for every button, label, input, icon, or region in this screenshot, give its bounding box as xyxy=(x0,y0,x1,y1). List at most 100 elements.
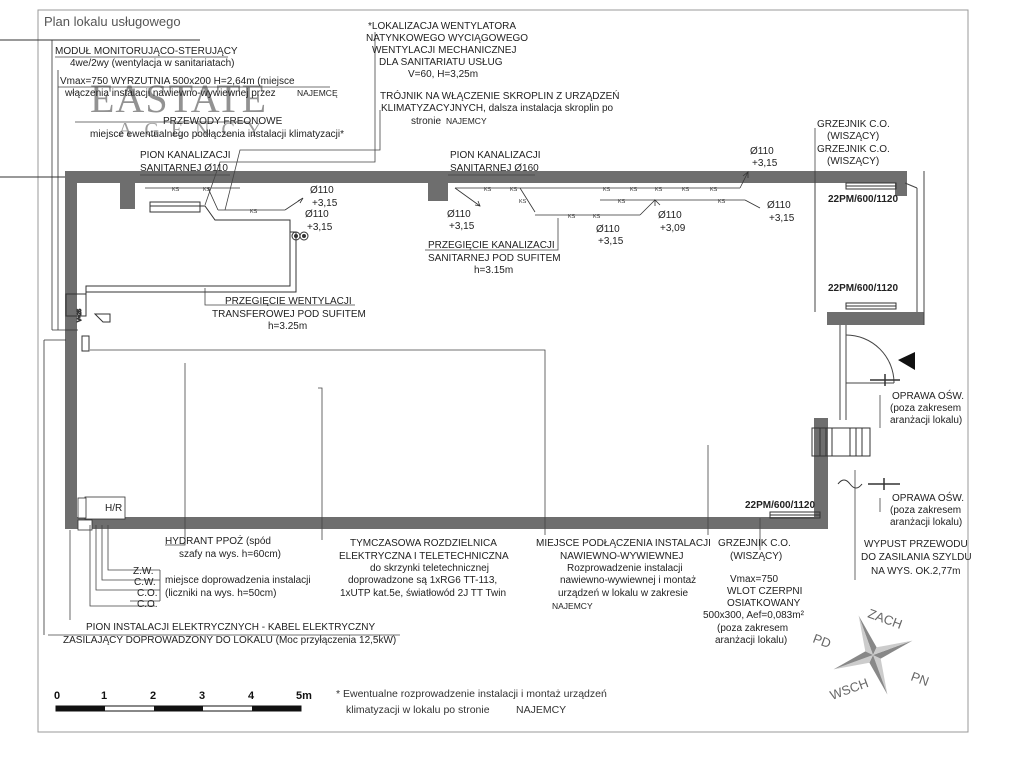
svg-text:AGENCY: AGENCY xyxy=(118,119,273,141)
svg-text:NAWIEWNO-WYWIEWNEJ: NAWIEWNO-WYWIEWNEJ xyxy=(560,551,684,562)
svg-text:Vmax=750 WYRZUTNIA 500x200 H=2: Vmax=750 WYRZUTNIA 500x200 H=2,64m (miej… xyxy=(60,76,295,87)
drawing-frame xyxy=(37,9,969,733)
svg-text:C.O.: C.O. xyxy=(137,599,158,610)
svg-text:aranżacji lokalu): aranżacji lokalu) xyxy=(890,517,962,528)
svg-text:22PM/600/1120: 22PM/600/1120 xyxy=(745,500,815,511)
compass-north: ZACH xyxy=(866,606,904,632)
svg-text:3: 3 xyxy=(199,690,205,702)
svg-text:KS: KS xyxy=(484,187,492,193)
svg-text:ELEKTRYCZNA I TELETECHNICZNA: ELEKTRYCZNA I TELETECHNICZNA xyxy=(339,551,509,562)
svg-text:NAJEMCY: NAJEMCY xyxy=(446,116,487,126)
ventilation-unit xyxy=(811,427,871,457)
svg-text:TYMCZASOWA ROZDZIELNICA: TYMCZASOWA ROZDZIELNICA xyxy=(350,538,497,549)
svg-text:KS: KS xyxy=(510,187,518,193)
radiator-3 xyxy=(769,511,821,519)
svg-text:KS: KS xyxy=(718,199,726,205)
compass-east: PN xyxy=(909,669,931,689)
ventilation-duct xyxy=(85,201,309,300)
svg-text:WENTYLACJI MECHANICZNEJ: WENTYLACJI MECHANICZNEJ xyxy=(372,45,516,56)
svg-text:Ø110: Ø110 xyxy=(305,209,329,220)
svg-text:h=3.15m: h=3.15m xyxy=(474,265,513,276)
svg-text:Ø110: Ø110 xyxy=(310,185,334,196)
sewer-lines xyxy=(145,171,761,216)
entrance-door xyxy=(839,325,895,420)
svg-text:MODUŁ MONITORUJĄCO-STERUJĄCY: MODUŁ MONITORUJĄCO-STERUJĄCY xyxy=(55,46,238,57)
svg-text:KS: KS xyxy=(618,199,626,205)
svg-text:* Ewentualne rozprowadzenie i: * Ewentualne rozprowadzenie instalacji i… xyxy=(336,688,607,700)
compass-south: WSCH xyxy=(828,675,870,703)
radiator-1 xyxy=(845,182,897,190)
scale-bar: 0 1 2 3 4 5m xyxy=(54,690,312,712)
lamp-fixture-2 xyxy=(868,478,900,490)
radiator-2 xyxy=(845,302,897,310)
watermark-logo: EASTATE AGENCY xyxy=(90,76,273,141)
svg-text:PION KANALIZACJI: PION KANALIZACJI xyxy=(140,150,231,161)
fan-rate: V=25 xyxy=(77,309,83,322)
svg-text:KS: KS xyxy=(172,187,180,193)
svg-text:GRZEJNIK C.O.: GRZEJNIK C.O. xyxy=(817,144,890,155)
lamp-fixture-1 xyxy=(870,374,900,386)
svg-text:(poza zakresem: (poza zakresem xyxy=(890,505,961,516)
svg-text:NATYNKOWEGO WYCIĄGOWEGO: NATYNKOWEGO WYCIĄGOWEGO xyxy=(366,33,528,44)
svg-text:KS: KS xyxy=(203,187,211,193)
svg-text:1xUTP kat.5e, światłowód 2J TT: 1xUTP kat.5e, światłowód 2J TT Twin xyxy=(340,588,506,599)
svg-text:HYDRANT PPOŻ (spód: HYDRANT PPOŻ (spód xyxy=(165,534,271,547)
sign-cable-outlet-icon xyxy=(837,479,863,489)
svg-text:KS: KS xyxy=(593,214,601,220)
svg-text:V=60, H=3,25m: V=60, H=3,25m xyxy=(408,69,478,80)
svg-text:Ø110: Ø110 xyxy=(750,146,774,157)
svg-text:KS: KS xyxy=(655,187,663,193)
svg-text:DO ZASILANIA SZYLDU: DO ZASILANIA SZYLDU xyxy=(861,552,972,563)
svg-text:(WISZĄCY): (WISZĄCY) xyxy=(827,131,879,142)
svg-text:miejsce doprowadzenia instalac: miejsce doprowadzenia instalacji xyxy=(165,575,311,586)
leader-lines xyxy=(48,32,881,636)
svg-text:4: 4 xyxy=(248,690,255,702)
svg-text:OPRAWA OŚW.: OPRAWA OŚW. xyxy=(892,491,964,504)
svg-text:MIEJSCE PODŁĄCZENIA INSTALACJI: MIEJSCE PODŁĄCZENIA INSTALACJI xyxy=(536,538,711,549)
plan-title: Plan lokalu usługowego xyxy=(44,14,181,29)
svg-text:stronie: stronie xyxy=(411,116,441,127)
svg-text:DLA SANITARIATU USŁUG: DLA SANITARIATU USŁUG xyxy=(379,57,503,68)
svg-text:Ø110: Ø110 xyxy=(447,209,471,220)
svg-text:C.W.: C.W. xyxy=(134,577,156,588)
svg-text:KLIMATYZACYJNYCH, dalsza insta: KLIMATYZACYJNYCH, dalsza instalacja skro… xyxy=(381,103,614,114)
compass-west: PD xyxy=(811,631,833,651)
svg-text:0: 0 xyxy=(54,690,60,702)
svg-text:PRZEGIĘCIE WENTYLACJI: PRZEGIĘCIE WENTYLACJI xyxy=(225,296,352,307)
svg-text:TRÓJNIK NA WŁĄCZENIE SKROPLIN: TRÓJNIK NA WŁĄCZENIE SKROPLIN Z URZĄDZEŃ xyxy=(380,89,619,102)
svg-text:5m: 5m xyxy=(296,690,312,702)
svg-text:22PM/600/1120: 22PM/600/1120 xyxy=(828,194,898,205)
svg-text:nawiewno-wywiewnej i montaż: nawiewno-wywiewnej i montaż xyxy=(560,575,696,586)
svg-text:urządzeń w lokalu w zakresie: urządzeń w lokalu w zakresie xyxy=(558,588,688,599)
svg-text:KS: KS xyxy=(519,199,527,205)
svg-text:OPRAWA OŚW.: OPRAWA OŚW. xyxy=(892,389,964,402)
compass-rose-icon xyxy=(833,615,913,695)
ks-markers: KS KS KS KS KS KS KS KS KS KS KS KS KS K… xyxy=(172,187,726,220)
svg-text:ZASILAJĄCY DOPROWADZONY DO LOK: ZASILAJĄCY DOPROWADZONY DO LOKALU (Moc p… xyxy=(63,635,396,646)
svg-text:(WISZĄCY): (WISZĄCY) xyxy=(827,156,879,167)
svg-text:TRANSFEROWEJ POD SUFITEM: TRANSFEROWEJ POD SUFITEM xyxy=(212,309,366,320)
svg-text:EASTATE: EASTATE xyxy=(90,76,267,121)
svg-text:NAJEMCĘ: NAJEMCĘ xyxy=(297,88,338,98)
svg-text:+3,15: +3,15 xyxy=(769,213,795,224)
entrance-arrow-icon xyxy=(898,352,915,370)
svg-text:OSIATKOWANY: OSIATKOWANY xyxy=(727,598,801,609)
svg-text:Vmax=750: Vmax=750 xyxy=(730,574,779,585)
svg-text:WLOT CZERPNI: WLOT CZERPNI xyxy=(727,586,802,597)
utility-risers xyxy=(43,40,126,635)
svg-text:GRZEJNIK C.O.: GRZEJNIK C.O. xyxy=(817,119,890,130)
svg-text:PRZEWODY FREONOWE: PRZEWODY FREONOWE xyxy=(163,116,283,127)
svg-text:Z.W.: Z.W. xyxy=(133,566,154,577)
svg-text:*LOKALIZACJA WENTYLATORA: *LOKALIZACJA WENTYLATORA xyxy=(368,21,516,32)
svg-text:(WISZĄCY): (WISZĄCY) xyxy=(730,551,782,562)
svg-text:włączenia instalacji nawiewno-: włączenia instalacji nawiewno-wywiewnej … xyxy=(64,88,276,99)
svg-text:PION KANALIZACJI: PION KANALIZACJI xyxy=(450,150,541,161)
svg-text:Ø110: Ø110 xyxy=(596,224,620,235)
svg-text:GRZEJNIK C.O.: GRZEJNIK C.O. xyxy=(718,538,791,549)
footnote: * Ewentualne rozprowadzenie instalacji i… xyxy=(336,688,607,716)
svg-text:+3,09: +3,09 xyxy=(660,223,686,234)
walls xyxy=(65,171,924,529)
arrow-markers xyxy=(297,171,749,207)
ventilation-fan: V=25 xyxy=(65,293,111,352)
